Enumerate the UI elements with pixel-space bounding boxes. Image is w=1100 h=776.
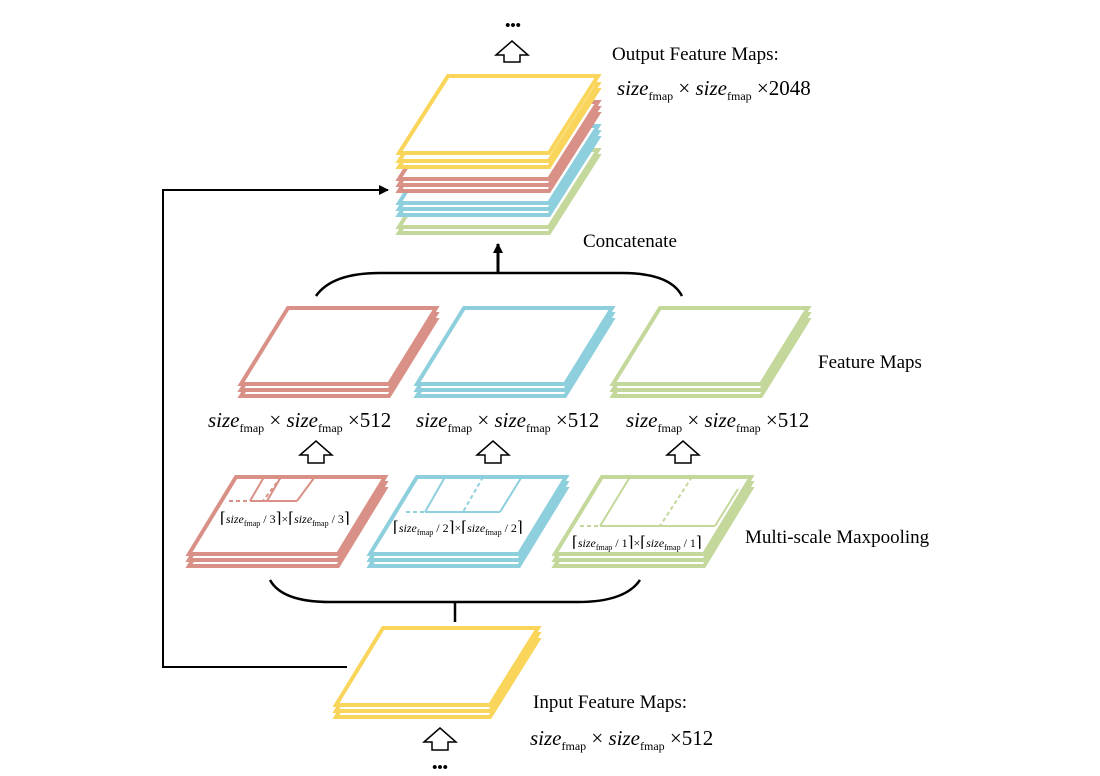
bottom-ellipsis: ••• (432, 760, 448, 776)
feature-maps-label: Feature Maps (818, 352, 922, 373)
pooling-stack-red (185, 475, 389, 568)
up-arrow-icon-green (665, 440, 701, 464)
concatenate-label: Concatenate (583, 231, 677, 252)
pooling-grid-blue (406, 476, 522, 513)
up-arrow-icon-blue (475, 440, 511, 464)
pool-label-red: ⌈sizefmap / 3⌉×⌈sizefmap / 3⌉ (220, 511, 350, 528)
top-ellipsis: ••• (505, 18, 521, 34)
feature-map-formula-green: sizefmap × sizefmap ×512 (626, 408, 809, 435)
feature-map-stack-green (609, 306, 812, 398)
output-layer-yellow-1 (395, 74, 602, 155)
feature-map-formula-blue: sizefmap × sizefmap ×512 (416, 408, 599, 435)
pooling-stack-green (551, 475, 755, 568)
pool-label-blue: ⌈sizefmap / 2⌉×⌈sizefmap / 2⌉ (393, 520, 523, 537)
pool-label-green: ⌈sizefmap / 1⌉×⌈sizefmap / 1⌉ (572, 535, 702, 552)
output-feature-map-stack (395, 74, 602, 235)
bottom-up-arrow-icon (422, 727, 458, 751)
feature-map-stack-blue (413, 306, 616, 398)
pooling-grid-red (229, 476, 315, 502)
pooling-stack-blue (366, 475, 570, 568)
up-arrow-icon-red (298, 440, 334, 464)
concatenate-bracket (314, 271, 684, 297)
top-up-arrow-icon (494, 40, 530, 63)
input-title: Input Feature Maps: (533, 692, 687, 713)
feature-map-formula-red: sizefmap × sizefmap ×512 (208, 408, 391, 435)
split-bracket (268, 579, 642, 604)
pooling-grid-green (580, 476, 739, 527)
skip-connection-arrow (162, 185, 389, 668)
output-dimension-formula: sizefmap × sizefmap ×2048 (617, 76, 811, 103)
multiscale-maxpooling-label: Multi-scale Maxpooling (745, 527, 930, 548)
feature-map-stack-red (237, 306, 440, 398)
input-feature-map-stack (332, 626, 542, 719)
input-dimension-formula: sizefmap × sizefmap ×512 (530, 726, 713, 753)
output-title: Output Feature Maps: (612, 44, 779, 65)
